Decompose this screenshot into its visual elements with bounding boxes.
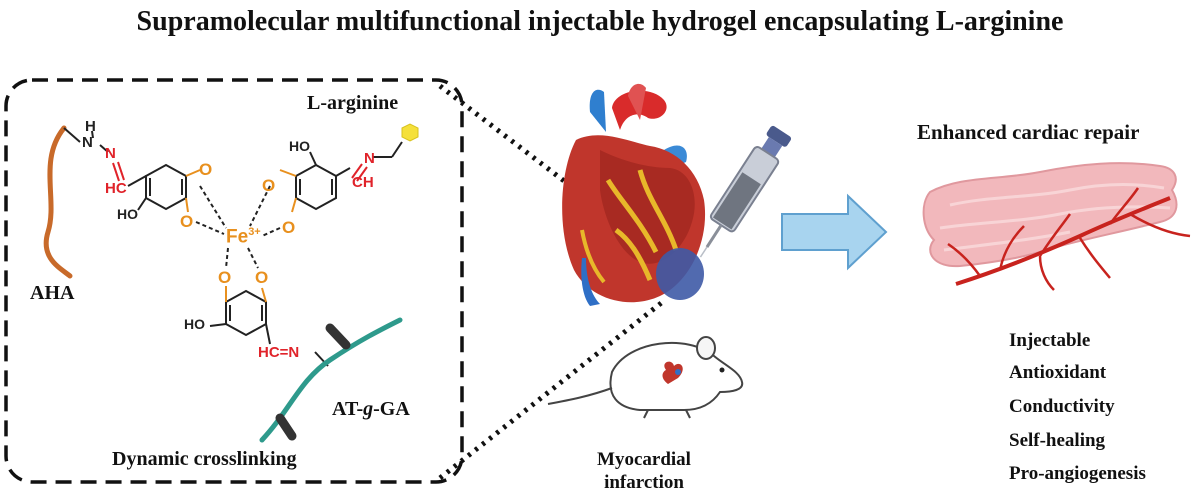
coordination-bond — [199, 185, 227, 229]
cardiac-tissue-icon — [922, 162, 1191, 291]
infarct-region — [656, 248, 704, 300]
bond — [351, 163, 363, 179]
coordination-bond — [261, 227, 281, 237]
atom-fe: Fe3+ — [226, 226, 261, 248]
atom-o-6: O — [255, 268, 269, 287]
bond — [335, 167, 351, 177]
bond — [185, 169, 201, 177]
feature-pro-angiogenesis: Pro-angiogenesis — [1009, 463, 1146, 484]
label-at-g: g — [363, 398, 374, 420]
feature-injectable: Injectable — [1009, 330, 1091, 351]
bond — [127, 175, 147, 187]
label-dynamic-crosslinking: Dynamic crosslinking — [112, 448, 297, 470]
zoom-line-top — [438, 84, 672, 264]
mouse-icon — [547, 336, 744, 419]
bond — [356, 166, 368, 182]
heart-icon — [562, 83, 706, 306]
heading-enhanced-cardiac-repair: Enhanced cardiac repair — [917, 120, 1140, 144]
bond — [209, 323, 227, 327]
atom-n-amine: N — [82, 134, 93, 151]
atom-o-2: O — [180, 212, 194, 231]
atom-ho-left: HO — [117, 206, 138, 222]
bond — [261, 287, 267, 303]
bond — [63, 127, 81, 143]
bond — [265, 323, 271, 345]
bond — [279, 169, 297, 177]
atom-ch-right: CH — [352, 174, 374, 191]
bond — [91, 130, 94, 139]
bond — [391, 141, 403, 158]
atom-n-right: N — [364, 150, 375, 167]
coordination-bond — [225, 247, 229, 269]
atom-hc-eq-n: HC=N — [258, 344, 300, 361]
atom-fe-symbol: Fe — [226, 226, 249, 248]
atom-ho-right: HO — [289, 138, 310, 154]
bond — [117, 161, 125, 181]
label-mi-line2: infarction — [604, 472, 684, 493]
atom-hc-left: HC — [105, 180, 127, 197]
arrow-right-icon — [781, 193, 888, 271]
figure-title: Supramolecular multifunctional injectabl… — [136, 6, 1064, 37]
feature-antioxidant: Antioxidant — [1009, 362, 1107, 383]
atom-o-5: O — [218, 268, 232, 287]
crosslink-box — [4, 78, 464, 484]
atom-fe-charge: 3+ — [248, 226, 261, 238]
bond — [185, 197, 189, 213]
label-aha: AHA — [30, 282, 75, 304]
ga-graft-segment — [275, 413, 297, 441]
coordination-bond — [195, 221, 225, 235]
bond — [291, 197, 297, 213]
atom-h: H — [85, 118, 96, 135]
bond — [99, 144, 109, 153]
aha-chain — [43, 125, 73, 279]
arginine-hexagon-icon — [401, 123, 419, 142]
syringe-icon — [699, 125, 792, 258]
atom-o-3: O — [262, 176, 276, 195]
bond — [137, 197, 147, 211]
atom-ho-bottom: HO — [184, 316, 205, 332]
label-at-g-ga: AT-g-GA — [332, 398, 410, 421]
ga-graft-segment — [325, 323, 351, 350]
atom-n-imine: N — [105, 145, 116, 162]
bond — [112, 162, 120, 182]
atom-o-1: O — [199, 160, 213, 179]
feature-self-healing: Self-healing — [1009, 430, 1106, 451]
zoom-line-bottom — [438, 298, 667, 480]
coordination-bond — [247, 247, 259, 269]
label-myocardial-infarction: Myocardial infarction — [594, 448, 694, 494]
label-mi-line1: Myocardial — [597, 449, 691, 470]
catechol-ring-bottom — [225, 289, 267, 337]
catechol-ring-left — [145, 163, 187, 211]
label-at-prefix: AT- — [332, 398, 364, 420]
label-l-arginine: L-arginine — [307, 92, 399, 114]
catechol-ring-right — [295, 163, 337, 211]
feature-conductivity: Conductivity — [1009, 396, 1115, 417]
atom-o-4: O — [282, 218, 296, 237]
label-at-suffix: -GA — [373, 398, 410, 420]
bond — [309, 151, 317, 166]
coordination-bond — [249, 185, 271, 227]
